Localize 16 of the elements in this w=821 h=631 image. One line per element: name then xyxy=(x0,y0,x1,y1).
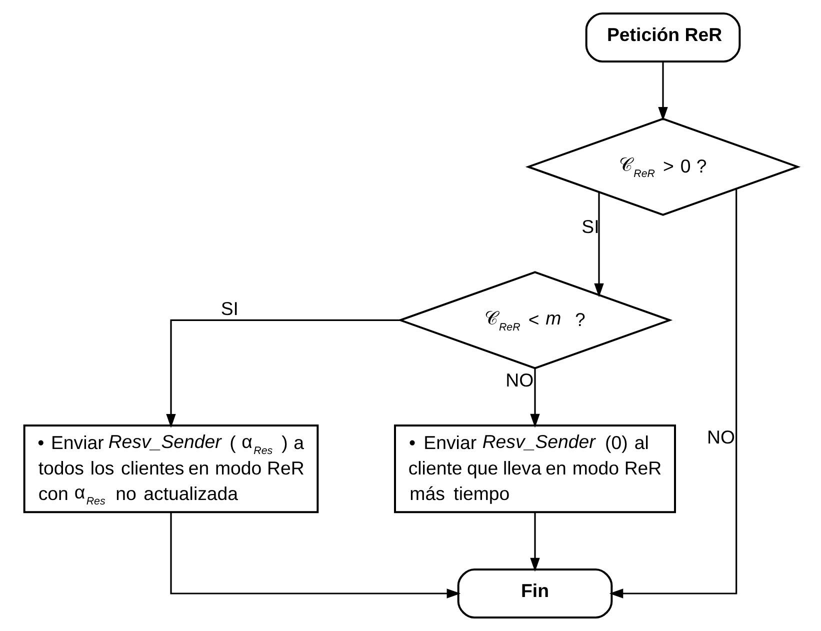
arrow xyxy=(530,512,540,572)
node-box: • Enviar Resv_Sender (0) al cliente que lleva en modo ReR más tiempo xyxy=(394,424,676,514)
edge-label: SI xyxy=(220,298,238,320)
edge-label: NO xyxy=(706,426,734,448)
edge-label: SI xyxy=(581,216,599,238)
edge-label: NO xyxy=(505,369,534,390)
node-box: Fin xyxy=(456,568,612,618)
arrow xyxy=(530,368,540,428)
arrow xyxy=(594,192,604,298)
node-box: • Enviar Resv_Sender ( α$_{Res}$ ) a todos los clientes en modo ReR con α$_{Res}$ no actualizada xyxy=(22,424,318,514)
node-box: Petición ReR xyxy=(584,12,740,62)
arrow xyxy=(170,512,460,598)
arrow xyxy=(166,319,400,428)
arrow xyxy=(658,62,668,121)
arrow xyxy=(608,189,737,598)
node-diamond: 𝒞$_{ReR}$ > 0 ? xyxy=(524,118,800,216)
